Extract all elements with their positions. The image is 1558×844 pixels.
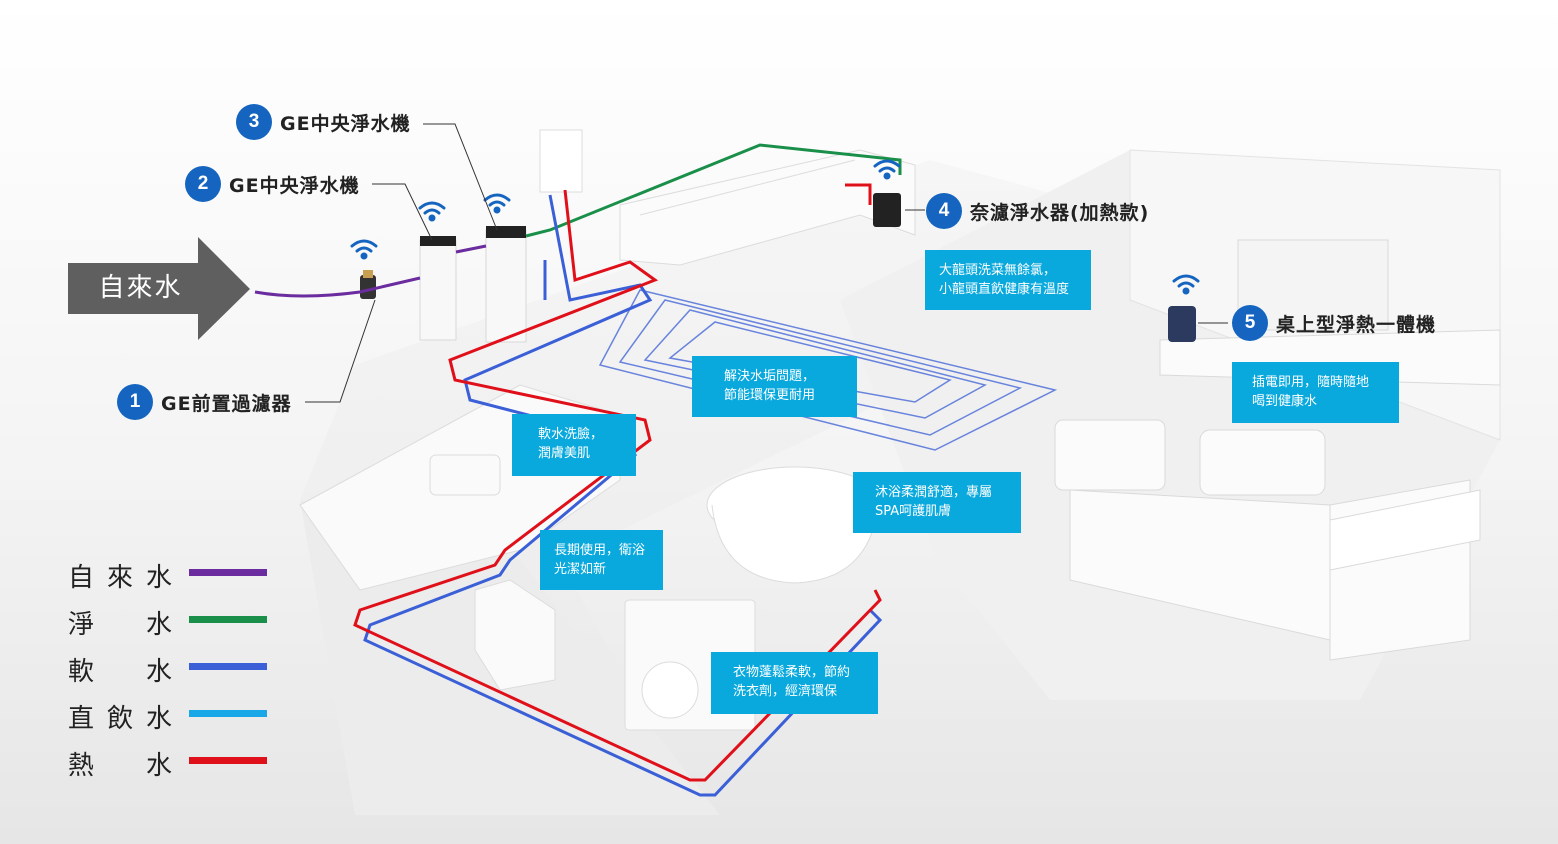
info-line: 小龍頭直飲健康有溫度 — [939, 282, 1070, 297]
info-line: SPA呵護肌膚 — [875, 504, 952, 519]
inlet-arrow-icon — [68, 237, 250, 340]
living-room-furniture — [1054, 239, 1501, 661]
callout-number-badge: 2 — [185, 166, 221, 202]
info-box-kitchen: 大龍頭洗菜無餘氯， 小龍頭直飲健康有溫度 — [925, 250, 1091, 310]
info-line: 長期使用，衛浴 — [554, 543, 646, 558]
countertop-purifier-device — [1168, 306, 1196, 342]
callout-number-badge: 3 — [236, 104, 272, 140]
callout-central-purifier-2: 2 GE中央淨水機 — [185, 166, 360, 202]
info-box-face-wash: 軟水洗臉， 潤膚美肌 — [512, 414, 636, 476]
info-line: 插電即用，隨時隨地 — [1252, 375, 1370, 390]
tap-water-inlet-arrow: 自來水 — [68, 237, 250, 340]
central-purifier-3 — [485, 226, 527, 343]
legend-char: 水 — [146, 751, 173, 781]
legend-swatch-purple — [189, 569, 267, 576]
info-box-bathroom: 長期使用，衛浴 光潔如新 — [540, 530, 663, 590]
callout-nano-filter: 4 奈濾淨水器(加熱款) — [926, 193, 1149, 229]
wifi-icon — [873, 159, 901, 180]
wifi-icon — [418, 201, 446, 222]
legend-swatch-blue — [189, 663, 267, 670]
legend-char: 直 — [68, 704, 95, 734]
legend-char: 來 — [107, 563, 134, 593]
callout-pre-filter: 1 GE前置過濾器 — [117, 384, 292, 420]
callout-number-badge: 1 — [117, 384, 153, 420]
pre-filter-device — [360, 270, 376, 299]
info-line: 大龍頭洗菜無餘氯， — [939, 263, 1057, 278]
wifi-icon — [350, 239, 378, 260]
callout-label: GE中央淨水機 — [229, 174, 360, 197]
pipe-tap-water-segment — [455, 244, 487, 254]
inlet-label: 自來水 — [98, 273, 183, 303]
pipe-tap-water — [254, 276, 421, 298]
wifi-icon — [483, 193, 511, 214]
info-line: 沐浴柔潤舒適，專屬 — [875, 485, 993, 500]
callout-number-badge: 4 — [926, 193, 962, 229]
legend-char: 熱 — [68, 751, 95, 781]
callout-label: GE前置過濾器 — [161, 392, 292, 415]
wifi-icons — [350, 159, 1200, 295]
info-line: 解決水垢問題， — [724, 369, 816, 384]
legend-swatch-light-blue — [189, 710, 267, 717]
info-line: 軟水洗臉， — [538, 427, 604, 442]
info-box-countertop: 插電即用，隨時隨地 喝到健康水 — [1232, 362, 1399, 423]
wifi-icon — [1172, 274, 1200, 295]
pipe-floor-coil — [598, 289, 1058, 451]
callout-leaders — [305, 123, 1228, 403]
filter-devices — [360, 193, 1196, 343]
pipe-soft-water — [363, 194, 883, 797]
nano-filter-device — [873, 193, 901, 227]
info-box-laundry: 衣物蓬鬆柔軟，節約 洗衣劑，經濟環保 — [711, 652, 878, 714]
legend-char: 飲 — [107, 704, 134, 734]
info-line: 洗衣劑，經濟環保 — [733, 684, 838, 699]
central-purifier-2 — [419, 236, 457, 341]
info-box-floor-heating: 解決水垢問題， 節能環保更耐用 — [692, 356, 857, 417]
legend-swatch-green — [189, 616, 267, 623]
callout-label: 桌上型淨熱一體機 — [1276, 313, 1437, 336]
legend-char: 軟 — [68, 657, 95, 687]
info-line: 潤膚美肌 — [538, 446, 591, 461]
callout-countertop-purifier: 5 桌上型淨熱一體機 — [1232, 305, 1436, 341]
callout-label: GE中央淨水機 — [280, 112, 411, 135]
callout-label: 奈濾淨水器(加熱款) — [970, 201, 1150, 224]
pipe-hot-water — [353, 183, 882, 782]
info-line: 光潔如新 — [554, 562, 607, 577]
info-line: 節能環保更耐用 — [724, 388, 816, 403]
legend-char: 水 — [146, 563, 173, 593]
legend-char: 自 — [68, 563, 95, 593]
info-line: 衣物蓬鬆柔軟，節約 — [733, 665, 851, 680]
legend-char: 水 — [146, 610, 173, 640]
callout-number-badge: 5 — [1232, 305, 1268, 341]
legend-char: 水 — [146, 657, 173, 687]
legend-swatch-red — [189, 757, 267, 764]
callout-central-purifier-3: 3 GE中央淨水機 — [236, 104, 411, 140]
kitchen-counter — [539, 129, 916, 266]
info-box-bath: 沐浴柔潤舒適，專屬 SPA呵護肌膚 — [853, 472, 1021, 533]
legend-char: 淨 — [68, 610, 95, 640]
info-line: 喝到健康水 — [1252, 394, 1318, 409]
legend-char: 水 — [146, 704, 173, 734]
